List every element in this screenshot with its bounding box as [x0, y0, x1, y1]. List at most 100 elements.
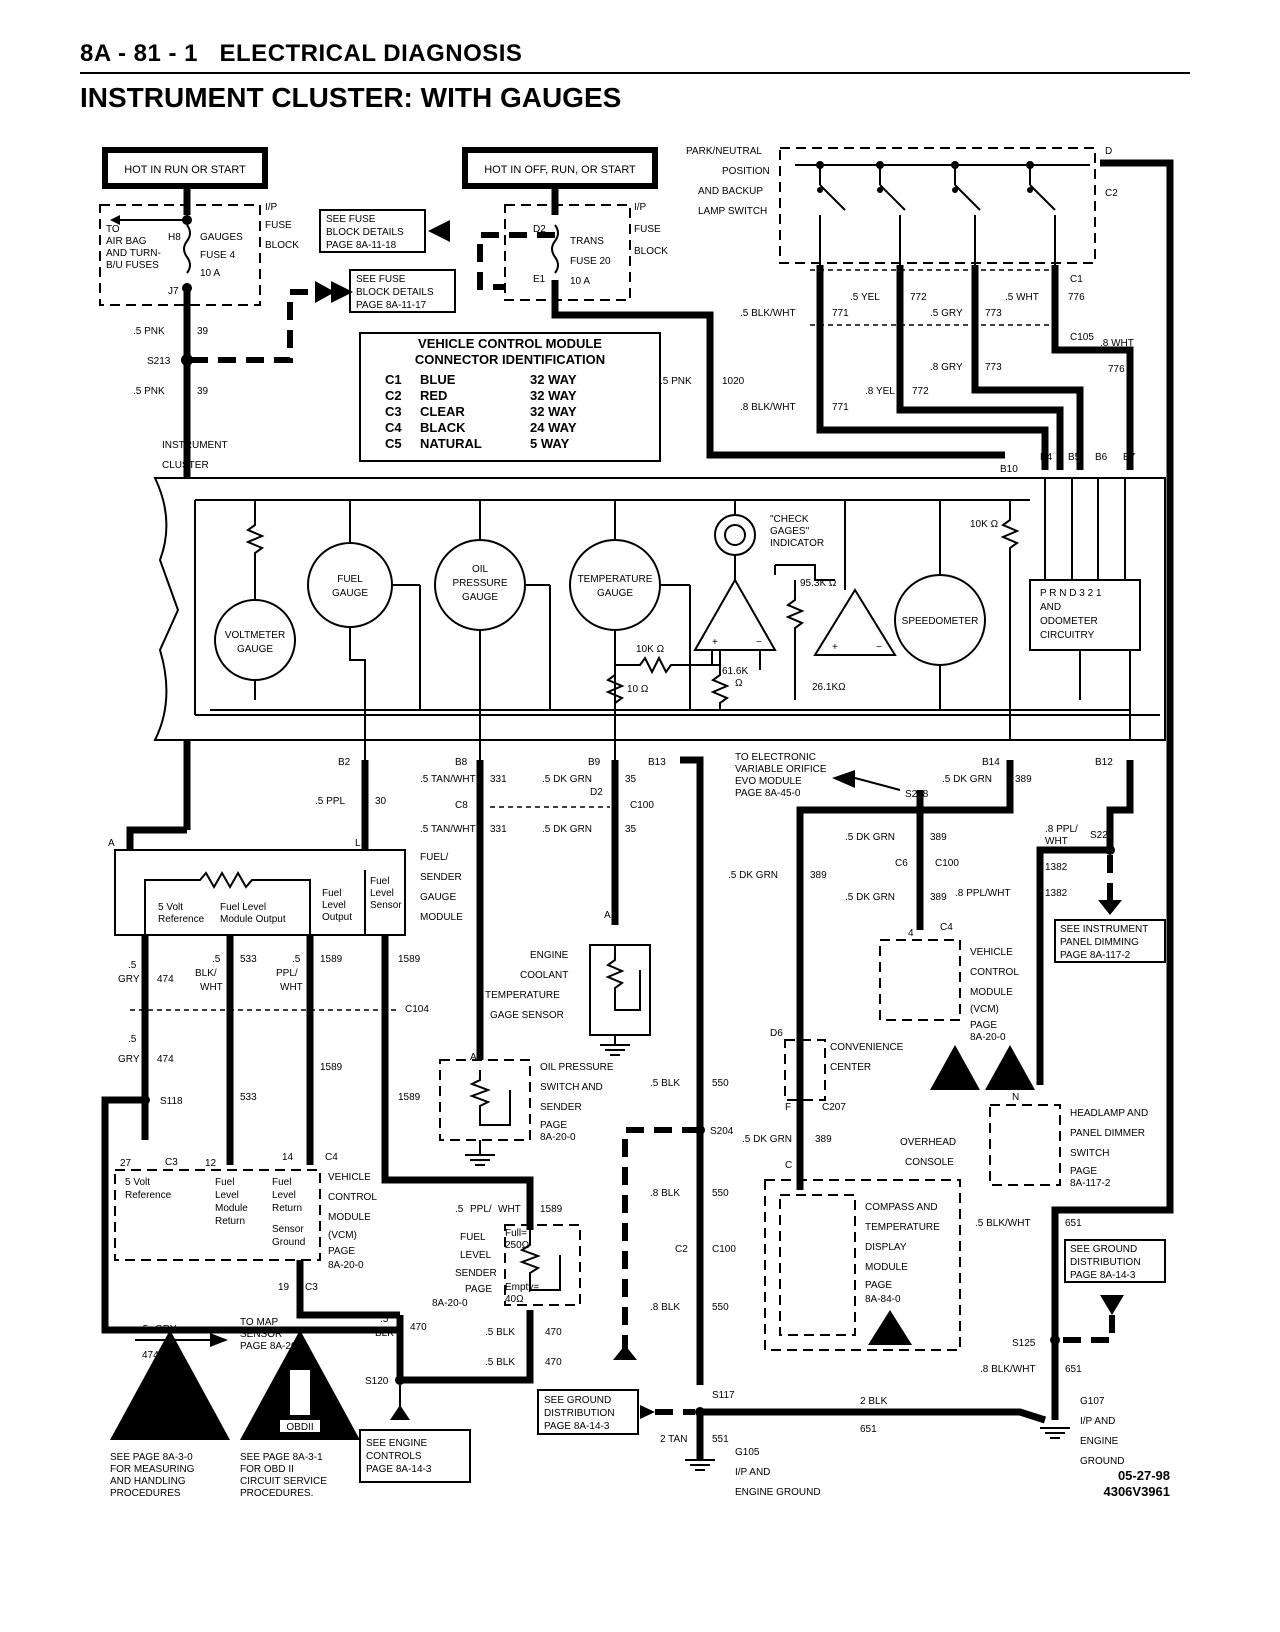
oil-gauge-label-1: OIL: [472, 564, 489, 575]
oil-sender-resistor: [469, 1070, 511, 1126]
vcm-c1: C1: [385, 372, 402, 387]
wire-30-color: .5 PPL: [315, 796, 345, 807]
ip-fuse-block-2b: FUSE: [634, 224, 661, 235]
vcm-c2: C2: [385, 388, 402, 403]
ground-oil-icon: [465, 1154, 495, 1166]
headlamp-1: HEADLAMP AND: [1070, 1108, 1148, 1119]
hot-off-run-start-box: HOT IN OFF, RUN, OR START: [462, 147, 658, 189]
to-map-3: PAGE 8A-20-0: [240, 1341, 306, 1352]
fsg-inner-6: Level: [322, 900, 346, 911]
vcm-c3-10: Sensor: [272, 1224, 304, 1235]
vcm-c3-pin-27: 27: [120, 1158, 132, 1169]
g107-4: GROUND: [1080, 1456, 1124, 1467]
connector-c3-b: C3: [305, 1282, 318, 1293]
g107-2: I/P AND: [1080, 1416, 1115, 1427]
splice-s117-label: S117: [712, 1390, 735, 1401]
vcm-c4: C4: [385, 420, 402, 435]
vcm-c4-label-6: 8A-20-0: [970, 1032, 1006, 1043]
vcm-c4-way: 24 WAY: [530, 420, 577, 435]
wire-1382-color-1: .8 PPL/: [1045, 824, 1078, 835]
resistor-61k: [710, 665, 730, 710]
vcm-c1-way: 32 WAY: [530, 372, 577, 387]
pin-h8-label: H8: [168, 232, 181, 243]
headlamp-5: 8A-117-2: [1070, 1178, 1111, 1189]
check-gages-label-3: INDICATOR: [770, 538, 824, 549]
wire-651-color-c: .8 BLK/WHT: [980, 1364, 1036, 1375]
resistor-26k-label: 26.1KΩ: [812, 682, 846, 693]
splice-s218: [915, 805, 925, 815]
to-evo-4: PAGE 8A-45-0: [735, 788, 801, 799]
dashed-link-s213: [190, 289, 320, 363]
wire-1589-num-b: 1589: [398, 954, 421, 965]
compass-module-box: [779, 1194, 856, 1336]
wire-771-num-a: 771: [832, 308, 849, 319]
wire-651-color-a: 2 BLK: [860, 1396, 888, 1407]
vcm-c4-label-3: MODULE: [970, 987, 1013, 998]
see-fuse-1-line3: PAGE 8A-11-18: [326, 240, 397, 251]
wire-331-num-a: 331: [490, 774, 507, 785]
fuel-full-1: Full=: [505, 1228, 527, 1239]
note1-2: FOR MEASURING: [110, 1464, 195, 1475]
vcm-c5-color: NATURAL: [420, 436, 482, 451]
connector-c100-a: C100: [630, 800, 654, 811]
wire-1589-color-a2: WHT: [280, 982, 303, 993]
page-title: INSTRUMENT CLUSTER: WITH GAUGES: [80, 82, 622, 113]
oil-switch-3: SENDER: [540, 1102, 582, 1113]
wire-651-right: [1051, 1140, 1174, 1420]
splice-s118-label: S118: [160, 1096, 183, 1107]
pin-c-compass: C: [785, 1160, 792, 1171]
connector-c3-a: C3: [165, 1157, 178, 1168]
wire-1020: [551, 280, 1005, 459]
pin-l: L: [355, 838, 361, 849]
wire-389-color-c: .5 DK GRN: [845, 892, 895, 903]
see-ground-2b: DISTRIBUTION: [1070, 1257, 1141, 1268]
oil-gauge-label-2: PRESSURE: [452, 578, 507, 589]
vcm-c3-label-4: (VCM): [328, 1230, 357, 1241]
wire-35-num-b: 35: [625, 824, 637, 835]
wire-533-num-a: 533: [240, 954, 257, 965]
see-ground-1c: PAGE 8A-14-3: [544, 1421, 610, 1432]
splice-s213-label: S213: [147, 356, 171, 367]
to-map-2: SENSOR: [240, 1329, 282, 1340]
connector-c104: C104: [405, 1004, 429, 1015]
wire-771: [816, 265, 1049, 470]
fuse-gauges-name: GAUGES: [200, 232, 243, 243]
wire-331-color-a: .5 TAN/WHT: [420, 774, 476, 785]
park-switch-label-2: POSITION: [722, 166, 770, 177]
splice-s218-label: S218: [905, 789, 929, 800]
vcm-c3-box: [114, 1169, 321, 1261]
ground-ect-icon: [600, 1044, 630, 1056]
wire-470-num-a: 470: [410, 1322, 427, 1333]
wire-772-color-b: .8 YEL: [865, 386, 895, 397]
wire-389-num-b: 389: [930, 832, 947, 843]
see-engine-1: SEE ENGINE: [366, 1438, 427, 1449]
wire-773: [971, 265, 1084, 470]
vcm-table-title-1: VEHICLE CONTROL MODULE: [418, 336, 602, 351]
vcm-c4-label-1: VEHICLE: [970, 947, 1013, 958]
wire-651-color-b: .5 BLK/WHT: [975, 1218, 1031, 1229]
wire-550-color-c: .8 BLK: [650, 1302, 680, 1313]
instrument-cluster-box: [153, 477, 1166, 741]
splice-s125-label: S125: [1012, 1338, 1036, 1349]
voltmeter-label-1: VOLTMETER: [225, 630, 285, 641]
dashed-link-fuse-detail: [477, 232, 555, 290]
fuel-sender-gauge-module: [114, 849, 406, 936]
see-ground-2c: PAGE 8A-14-3: [1070, 1270, 1136, 1281]
hot-run-start-label: HOT IN RUN OR START: [124, 164, 246, 176]
wire-474-num-a: 474: [157, 974, 174, 985]
g107-1: G107: [1080, 1396, 1105, 1407]
oil-switch-5: 8A-20-0: [540, 1132, 576, 1143]
ip-fuse-block-1c: BLOCK: [265, 240, 299, 251]
check-gages-indicator: [714, 514, 756, 556]
fuel-sender-5: 8A-20-0: [432, 1298, 468, 1309]
headlamp-2: PANEL DIMMER: [1070, 1128, 1145, 1139]
vcm-c3-pin-19: 19: [278, 1282, 290, 1293]
note2-3: CIRCUIT SERVICE: [240, 1476, 327, 1487]
arrow-see-fuse-1-icon: [428, 220, 450, 242]
pin-d6: D6: [770, 1028, 783, 1039]
wire-776-color-a: .5 WHT: [1005, 292, 1039, 303]
headlamp-3: SWITCH: [1070, 1148, 1109, 1159]
vcm-c4-connector: C4: [940, 922, 953, 933]
fuel-sender-4: PAGE: [465, 1284, 492, 1295]
temp-gauge-label-2: GAUGE: [597, 588, 633, 599]
